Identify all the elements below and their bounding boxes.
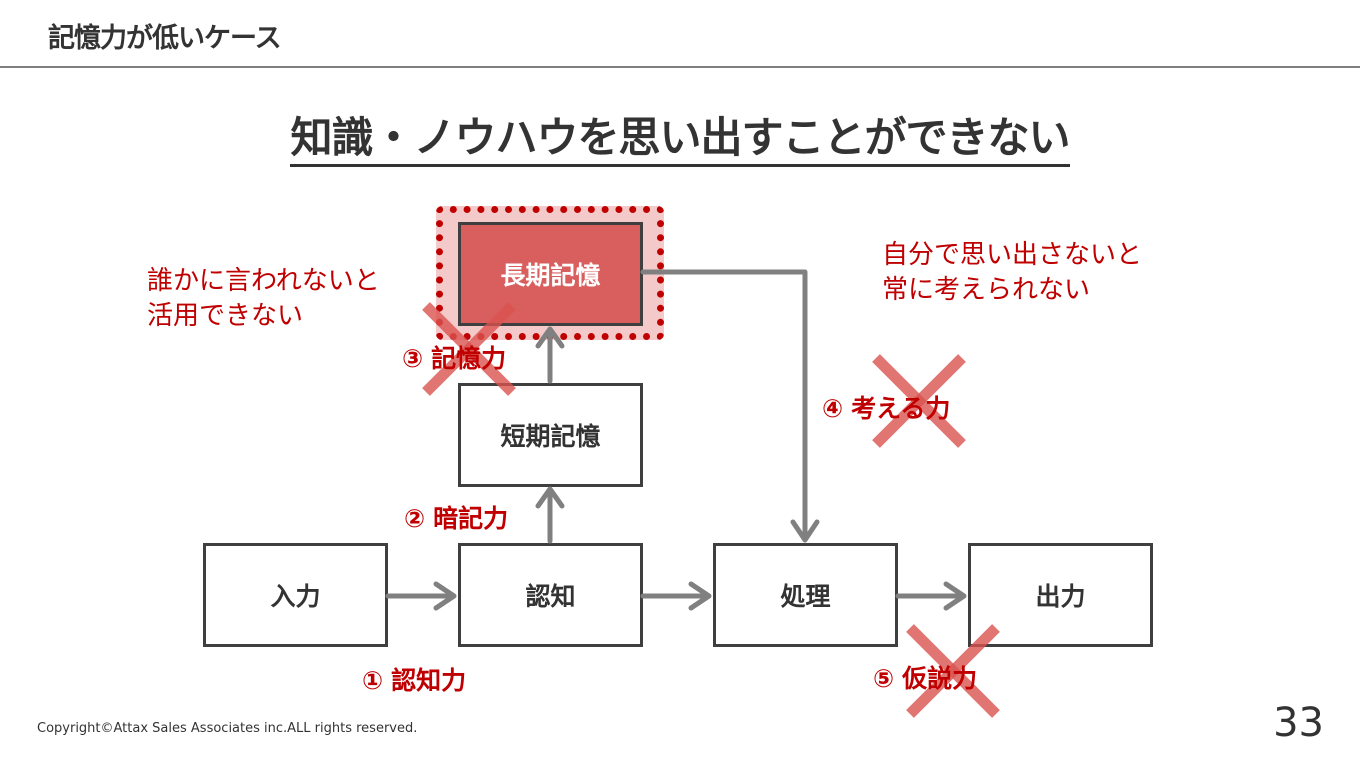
ability-1-text: 認知力 (391, 666, 467, 695)
box-short-term-memory-label: 短期記憶 (500, 422, 601, 451)
ability-3-text: 記憶力 (431, 344, 507, 373)
box-long-term-memory: 長期記憶 (458, 222, 643, 326)
box-short-term-memory: 短期記憶 (458, 383, 643, 487)
box-processing: 処理 (713, 543, 898, 647)
box-cognition-label: 認知 (525, 582, 576, 611)
arrow-short-term-to-long-term-head (535, 326, 565, 349)
cross-mark-hypothesis (906, 624, 1000, 718)
note-right-line-1: 自分で思い出さないと (882, 240, 1143, 270)
ability-5-number: ⑤ (873, 664, 895, 693)
ability-2-text: 暗記力 (433, 504, 509, 533)
ability-4-text: 考える力 (851, 394, 951, 423)
slide-title-wrap: 知識・ノウハウを思い出すことができない (0, 104, 1360, 167)
box-processing-label: 処理 (780, 582, 831, 611)
box-cognition: 認知 (458, 543, 643, 647)
cross-mark-thinking (872, 354, 966, 448)
ability-2-number: ② (404, 504, 426, 533)
note-left-line-2: 活用できない (147, 301, 304, 331)
ability-4-number: ④ (822, 394, 844, 423)
box-input-label: 入力 (270, 582, 321, 611)
arrow-processing-to-output-head (943, 581, 967, 611)
arrow-long-term-to-processing-head (790, 519, 820, 543)
slide-title: 知識・ノウハウを思い出すことができない (290, 113, 1071, 167)
note-right-line-2: 常に考えられない (882, 275, 1091, 305)
note-left-line-1: 誰かに言われないと (147, 266, 380, 296)
ability-1-number: ① (362, 666, 384, 695)
box-output-label: 出力 (1035, 582, 1086, 611)
copyright-text: Copyright©Attax Sales Associates inc.ALL… (37, 721, 418, 736)
arrow-cognition-to-processing-head (688, 581, 712, 611)
ability-3-number: ③ (402, 344, 424, 373)
note-right: 自分で思い出さないと 常に考えられない (882, 238, 1142, 308)
cross-mark-memory (422, 302, 516, 396)
header-title: 記憶力が低いケース (48, 23, 282, 54)
arrow-input-to-cognition-head (433, 581, 457, 611)
page-number: 33 (1273, 700, 1324, 746)
note-left: 誰かに言われないと 活用できない (147, 264, 380, 334)
arrow-long-term-to-processing (640, 269, 808, 541)
ability-5-text: 仮説力 (902, 664, 978, 693)
box-long-term-memory-label: 長期記憶 (500, 261, 601, 290)
header-divider (0, 66, 1360, 68)
box-output: 出力 (968, 543, 1153, 647)
arrow-cognition-to-short-term-head (535, 486, 565, 509)
